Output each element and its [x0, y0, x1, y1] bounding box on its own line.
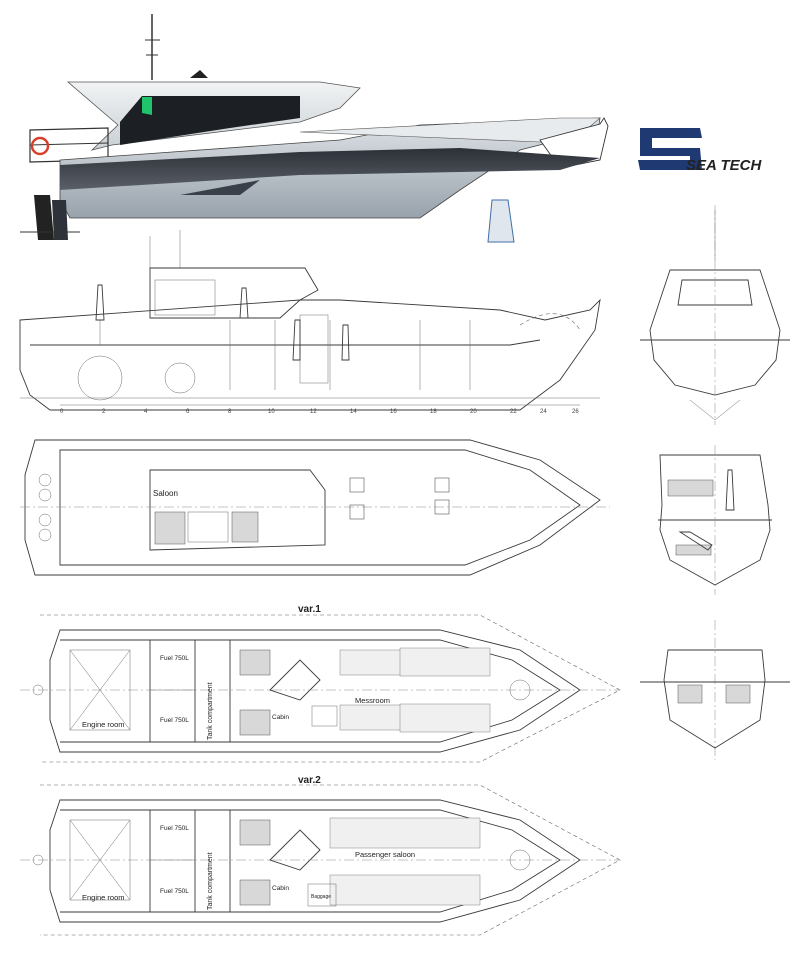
frame-number: 20 [470, 409, 477, 415]
frame-number: 0 [60, 409, 64, 415]
v2-cabin-label: Cabin [272, 885, 289, 892]
logo-name: SEA TECH [686, 157, 762, 174]
frame-number: 8 [228, 409, 232, 415]
cross-section-upper [658, 445, 772, 595]
deck-plan-drawing: Saloon [20, 439, 610, 576]
v2-engine-room-label: Engine room [82, 893, 125, 902]
rendered-boat-side-view [20, 14, 609, 243]
front-view-drawing [640, 205, 790, 425]
frame-number: 22 [510, 409, 517, 415]
v1-cabin-label: Cabin [272, 714, 289, 721]
v2-passenger-saloon-label: Passenger saloon [355, 850, 415, 859]
frame-number: 10 [268, 409, 275, 415]
frame-number-labels-profile: 0 2 4 6 8 10 12 14 16 18 20 22 24 26 [60, 409, 579, 415]
frame-number: 2 [102, 409, 106, 415]
v2-fuel-lower-label: Fuel 750L [160, 888, 189, 895]
variant-2-title: var.2 [298, 775, 321, 786]
v1-engine-room-label: Engine room [82, 720, 125, 729]
v2-baggage-label: Baggage [311, 894, 331, 900]
v1-fuel-upper-label: Fuel 750L [160, 655, 189, 662]
variant-1-title: var.1 [298, 604, 321, 615]
v2-fuel-upper-label: Fuel 750L [160, 825, 189, 832]
variant-2-plan: Engine room Fuel 750L Fuel 750L Tank com… [20, 784, 621, 936]
logo-mark-shape [638, 128, 702, 170]
frame-number: 14 [350, 409, 357, 415]
v1-messroom-label: Messroom [355, 696, 390, 705]
frame-number: 18 [430, 409, 437, 415]
frame-number: 4 [144, 409, 148, 415]
deck-saloon-label: Saloon [153, 489, 178, 498]
sea-tech-logo: St SEA TECH [638, 128, 762, 174]
variant-1-plan: Engine room Fuel 750L Fuel 750L Tank com… [20, 614, 621, 763]
frame-number: 6 [186, 409, 190, 415]
v1-fuel-lower-label: Fuel 750L [160, 717, 189, 724]
side-profile-drawing [19, 230, 601, 411]
cross-section-lower [640, 620, 790, 760]
v1-tank-compartment-label: Tank compartment [207, 682, 214, 740]
frame-scale-profile: 0 2 4 6 8 10 12 14 16 18 20 22 24 26 [60, 404, 580, 415]
frame-number: 16 [390, 409, 397, 415]
frame-number: 26 [572, 409, 579, 415]
v2-tank-compartment-label: Tank compartment [207, 852, 214, 910]
frame-number: 12 [310, 409, 317, 415]
frame-number: 24 [540, 409, 547, 415]
